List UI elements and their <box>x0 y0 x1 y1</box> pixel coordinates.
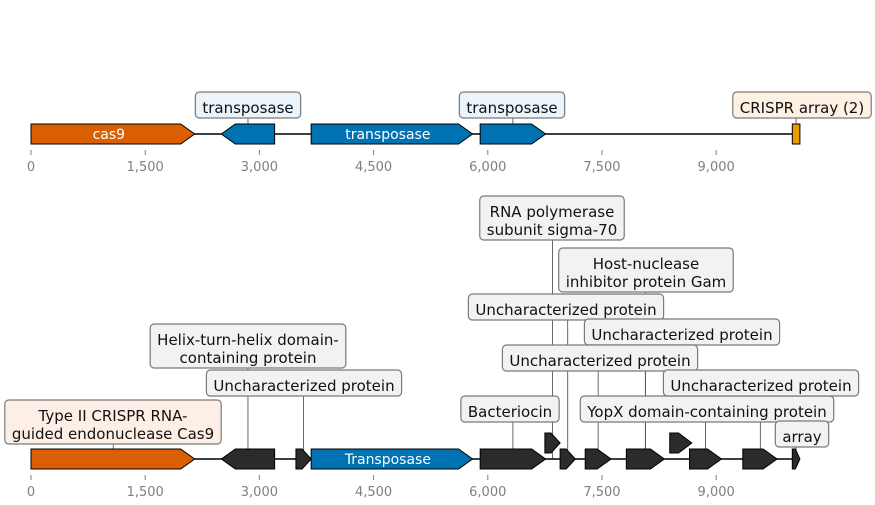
callout-label: Uncharacterized protein <box>583 318 781 346</box>
callout-text: Uncharacterized protein <box>213 377 394 395</box>
gene-feature <box>220 448 276 470</box>
gene-feature <box>310 123 474 145</box>
callout-box <box>479 195 625 241</box>
axis-tick-label: 1,500 <box>127 160 164 175</box>
callout-box <box>558 247 734 293</box>
callout-box <box>732 91 872 119</box>
callout-text: transposase <box>202 99 293 117</box>
gene-feature <box>544 432 561 454</box>
axis: 0 1,500 3,000 4,500 6,000 7,500 9,000 <box>27 475 735 500</box>
callout-label: transposase <box>194 91 302 119</box>
gene-track-top: cas9 transposase 0 1,500 3,000 4,500 6,000 7,50… <box>27 91 872 175</box>
gene-feature-label: transposase <box>345 127 430 143</box>
callout-box <box>501 344 699 372</box>
axis-tick-label: 1,500 <box>127 485 164 500</box>
gene-feature <box>559 448 577 470</box>
callout-text: transposase <box>466 99 557 117</box>
gene-feature <box>479 123 547 145</box>
callout-text: array <box>782 428 821 446</box>
gene-feature <box>742 448 778 470</box>
gene-feature <box>791 448 801 470</box>
gene-feature <box>791 123 801 145</box>
gene-feature <box>625 448 666 470</box>
callout-box <box>4 399 222 445</box>
callout-text: CRISPR array (2) <box>740 99 864 117</box>
callout-label: Uncharacterized protein <box>662 369 860 397</box>
gene-feature <box>669 432 693 454</box>
callout-label: Bacteriocin <box>460 395 560 423</box>
gene-feature <box>479 448 547 470</box>
axis-tick-label: 4,500 <box>355 485 392 500</box>
gene-feature <box>220 123 276 145</box>
gene-feature <box>689 448 723 470</box>
axis-tick-label: 9,000 <box>698 485 735 500</box>
gene-feature-label: cas9 <box>93 127 125 143</box>
callout-box <box>467 293 665 321</box>
gene-track-bottom: Transposase 0 1,500 3,000 4,500 6,000 7,500 9,0… <box>4 195 860 500</box>
callout-text: Type II CRISPR RNA-guided endonuclease C… <box>12 407 214 443</box>
axis-tick-label: 0 <box>27 485 35 500</box>
callout-box <box>149 323 347 369</box>
gene-feature <box>295 448 312 470</box>
callout-box <box>774 420 830 448</box>
callout-text: Uncharacterized protein <box>475 301 656 319</box>
callout-label: transposase <box>458 91 566 119</box>
axis-tick-label: 0 <box>27 160 35 175</box>
callout-text: Uncharacterized protein <box>670 377 851 395</box>
callout-box <box>194 91 302 119</box>
axis: 0 1,500 3,000 4,500 6,000 7,500 9,000 <box>27 150 735 175</box>
axis-tick-label: 3,000 <box>241 160 278 175</box>
callout-label: YopX domain-containing protein <box>579 395 835 423</box>
axis-tick-label: 9,000 <box>698 160 735 175</box>
gene-feature <box>584 448 612 470</box>
callout-label: Uncharacterized protein <box>467 293 665 321</box>
axis-tick-label: 6,000 <box>469 485 506 500</box>
axis-tick-label: 4,500 <box>355 160 392 175</box>
gene-feature <box>30 448 196 470</box>
gene-feature <box>30 123 196 145</box>
axis-tick-label: 7,500 <box>583 160 620 175</box>
callout-text: Uncharacterized protein <box>509 352 690 370</box>
axis-tick-label: 3,000 <box>241 485 278 500</box>
callout-label: Helix-turn-helix domain-containing prote… <box>149 323 347 369</box>
callout-text: YopX domain-containing protein <box>586 403 826 421</box>
callout-label: Type II CRISPR RNA-guided endonuclease C… <box>4 399 222 445</box>
callout-box <box>662 369 860 397</box>
callout-label: array <box>774 420 830 448</box>
gene-feature <box>310 448 474 470</box>
callout-label: Uncharacterized protein <box>205 369 403 397</box>
callout-box <box>458 91 566 119</box>
gene-feature-label: Transposase <box>344 452 431 468</box>
callout-label: CRISPR array (2) <box>732 91 872 119</box>
callout-text: Helix-turn-helix domain-containing prote… <box>157 331 339 367</box>
axis-tick-label: 6,000 <box>469 160 506 175</box>
callout-box <box>205 369 403 397</box>
callout-box <box>460 395 560 423</box>
callout-text: Uncharacterized protein <box>591 326 772 344</box>
callout-text: Bacteriocin <box>468 403 552 421</box>
axis-tick-label: 7,500 <box>583 485 620 500</box>
callout-label: Uncharacterized protein <box>501 344 699 372</box>
